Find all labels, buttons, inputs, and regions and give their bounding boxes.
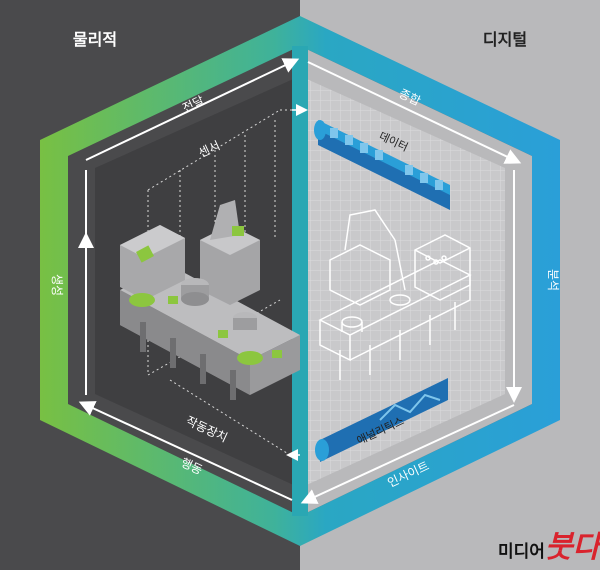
data-strip <box>314 120 450 210</box>
watermark-accent: 붓다 <box>544 530 600 565</box>
label-analyze: 분석 <box>546 269 560 291</box>
label-create: 생성 <box>50 274 64 296</box>
watermark-logo: 미디어붓다 <box>498 522 600 566</box>
physical-machine <box>120 200 300 400</box>
watermark-text: 미디어 <box>498 542 545 562</box>
center-divider <box>292 46 308 516</box>
physical-section-title: 물리적 <box>73 30 117 49</box>
analytics-strip <box>315 378 448 462</box>
digital-grid-panel <box>300 76 505 488</box>
digital-section-title: 디지털 <box>483 30 527 49</box>
digital-machine <box>318 209 472 380</box>
